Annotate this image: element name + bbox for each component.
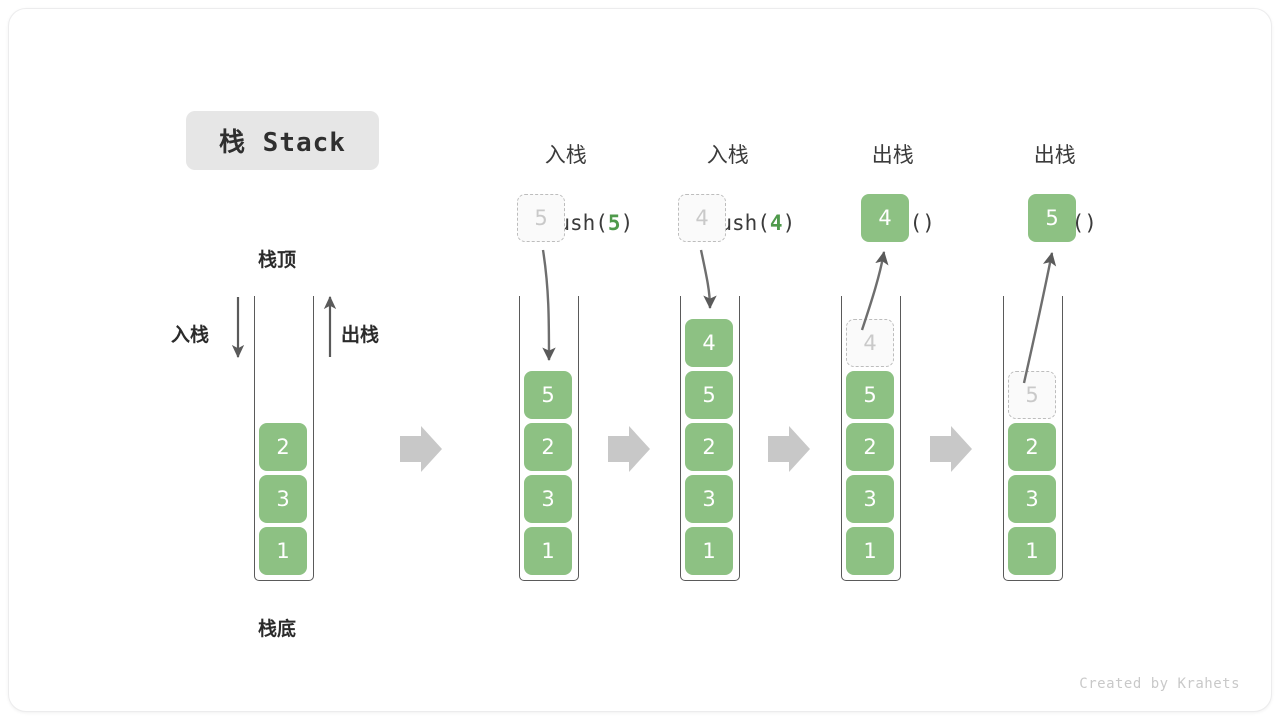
popped-cell: 4 [861,194,909,242]
stack-cell: 3 [685,475,733,523]
ghost-cell: 4 [846,319,894,367]
stack-cell: 1 [1008,527,1056,575]
ghost-cell: 5 [517,194,565,242]
stack-cell: 2 [846,423,894,471]
column-header-close: ) [620,211,634,235]
column-header-cn: 入栈 [544,143,587,167]
stack-top-label: 栈顶 [258,249,297,271]
stack-container-pop-1 [841,296,901,581]
column-header-arg: 4 [769,211,783,235]
stack-bottom-label: 栈底 [258,618,297,640]
stack-container-pop-2 [1003,296,1063,581]
column-header-pop-1: 出栈 pop() [845,104,935,274]
column-header-close: ) [922,211,935,235]
popped-cell: 5 [1028,194,1076,242]
stack-cell: 3 [524,475,572,523]
column-header-pop-2: 出栈 pop() [1007,104,1097,274]
stack-cell: 2 [259,423,307,471]
stack-cell: 3 [259,475,307,523]
stack-cell: 2 [524,423,572,471]
stack-container-initial [254,296,314,581]
stack-cell: 5 [685,371,733,419]
push-side-label: 入栈 [171,324,210,346]
stack-container-push-5 [519,296,579,581]
stack-cell: 1 [524,527,572,575]
column-header-cn: 出栈 [871,143,914,167]
ghost-cell: 5 [1008,371,1056,419]
column-header-close: ) [1084,211,1097,235]
column-header-close: ) [782,211,796,235]
column-header-cn: 出栈 [1033,143,1076,167]
stack-cell: 3 [846,475,894,523]
stack-container-push-4 [680,296,740,581]
credit-footer: Created by Krahets [1079,676,1240,692]
stack-cell: 4 [685,319,733,367]
pop-side-label: 出栈 [341,324,380,346]
ghost-cell: 4 [678,194,726,242]
column-header-push-5: 入栈 push(5) [518,104,634,274]
stack-cell: 2 [685,423,733,471]
column-header-arg: 5 [607,211,621,235]
column-header-push-4: 入栈 push(4) [680,104,796,274]
stack-cell: 1 [685,527,733,575]
stack-cell: 2 [1008,423,1056,471]
title-badge: 栈 Stack [186,111,379,170]
stack-cell: 1 [846,527,894,575]
stack-cell: 3 [1008,475,1056,523]
column-header-cn: 入栈 [706,143,749,167]
stack-cell: 5 [524,371,572,419]
stack-cell: 1 [259,527,307,575]
stack-cell: 5 [846,371,894,419]
